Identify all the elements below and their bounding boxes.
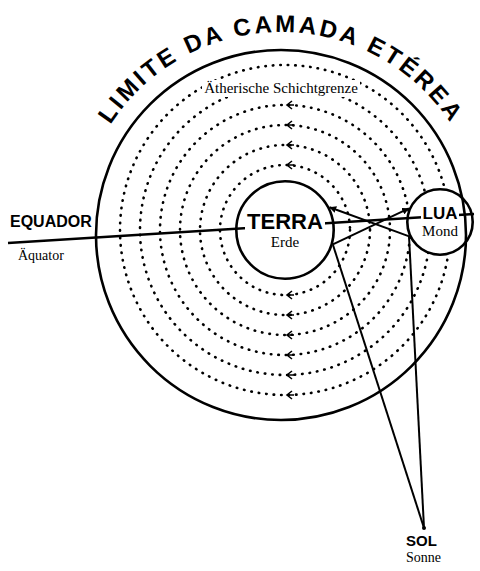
boundary-subtitle: Ätherische Schichtgrenze: [202, 80, 360, 97]
sun-point: [422, 526, 426, 530]
moon-circle-content: LUAMond: [406, 188, 474, 256]
equator-line: [8, 214, 474, 243]
sun-label: SOL: [404, 532, 439, 549]
ether-boundary: LIMITE DA CAMADA ETÉREAÄtherische Schich…: [60, 10, 480, 430]
light-ray-arrow: [333, 208, 409, 244]
equator-label: EQUADOR: [8, 213, 94, 231]
moon-mask: [407, 189, 473, 255]
body-name-de: Erde: [269, 234, 301, 251]
earth-circle-ring: [236, 181, 333, 278]
moon-circle-ring: [407, 189, 472, 254]
ether-rings: [120, 65, 450, 395]
equator-label-de: Äquator: [16, 248, 66, 264]
boundary-title: LIMITE DA CAMADA ETÉREA: [92, 10, 469, 128]
body-name-de: Mond: [420, 223, 460, 240]
earth-circle: TERRAErde: [235, 180, 335, 280]
sun-label-de: Sonne: [404, 550, 443, 566]
sun-rays: [333, 236, 424, 528]
body-name: TERRA: [245, 209, 325, 234]
moon-circle: LUAMond: [406, 188, 474, 256]
body-name: LUA: [421, 204, 460, 224]
earth-circle-content: TERRAErde: [235, 180, 335, 280]
light-ray-arrow: [330, 207, 410, 236]
